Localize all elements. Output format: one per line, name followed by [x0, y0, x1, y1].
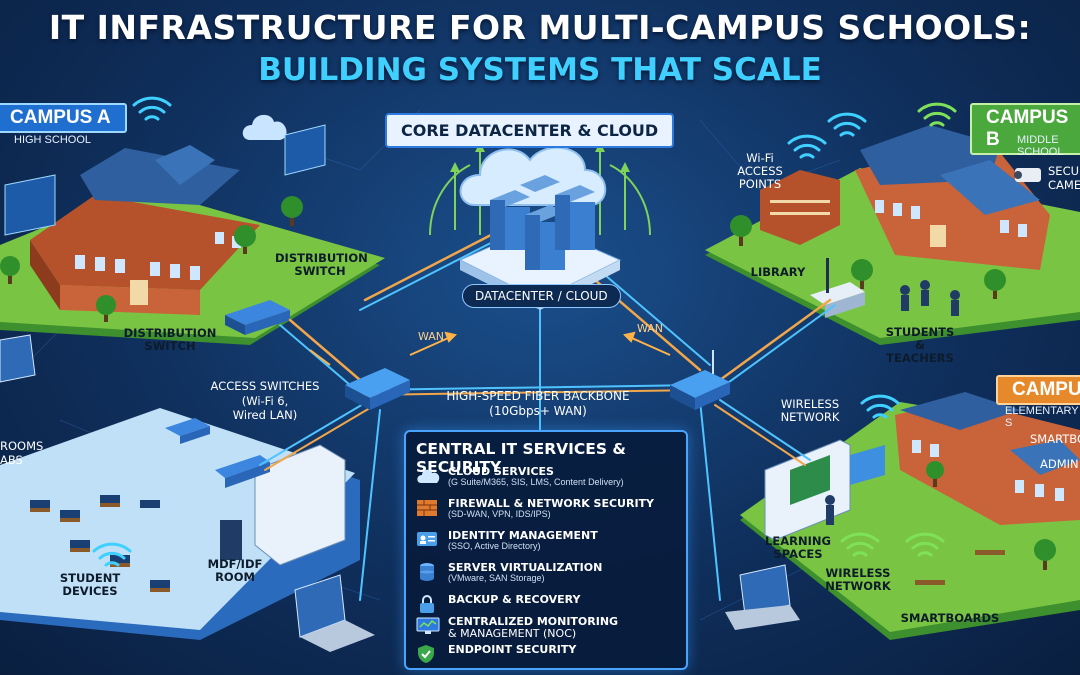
distribution-switch-a-icon — [225, 300, 290, 335]
wireless-network-label-1: WIRELESS NETWORK — [780, 397, 840, 425]
service-item: FIREWALL & NETWORK SECURITY(SD-WAN, VPN,… — [416, 497, 678, 520]
access-switch-icon — [215, 455, 270, 488]
service-item: CLOUD SERVICES(G Suite/M365, SIS, LMS, C… — [416, 465, 678, 488]
admin-label: ADMIN — [1040, 457, 1079, 471]
campus-c-subtitle: ELEMENTARY S — [1005, 405, 1079, 429]
id-card-icon — [416, 530, 442, 552]
laptop-left-icon — [0, 334, 36, 383]
laptop-right-icon — [725, 564, 800, 630]
smartboards-label-1: SMARTBO — [1030, 432, 1080, 446]
classrooms-label-2: ABS — [0, 453, 23, 467]
wireless-router-b-icon — [810, 258, 865, 318]
wan-right-label: WAN — [637, 322, 664, 335]
small-cloud-icon — [242, 114, 287, 140]
backbone-label-line2: (10Gbps+ WAN) — [489, 404, 587, 418]
mdf-idf-label: MDF/IDF ROOM — [207, 557, 263, 585]
campus-c-tag: CAMPUS — [996, 375, 1080, 405]
laptop-center-icon — [294, 574, 375, 652]
security-camera-icon — [1014, 168, 1041, 182]
wireless-network-label-2: WIRELESS NETWORK — [825, 566, 891, 594]
backbone-label-line1: HIGH-SPEED FIBER BACKBONE — [446, 389, 630, 403]
access-switches-label: ACCESS SWITCHES — [210, 379, 320, 393]
campus-c-platform — [740, 392, 1080, 640]
access-switches-label-2: (Wi-Fi 6, — [241, 394, 289, 408]
cloud-icon — [416, 466, 442, 488]
shield-check-icon — [416, 644, 442, 666]
access-switches-label-3: Wired LAN) — [232, 408, 298, 422]
campus-a-classroom-platform — [0, 408, 360, 640]
campus-b-tag: CAMPUS B — [970, 103, 1080, 155]
students-teachers-label: STUDENTS & TEACHERS — [885, 325, 955, 366]
datacenter-cloud-icon — [458, 146, 622, 310]
service-item: ENDPOINT SECURITY — [416, 643, 678, 666]
wan-left-label: WAN — [418, 330, 445, 343]
library-label: LIBRARY — [750, 265, 806, 279]
database-icon — [416, 562, 442, 584]
core-router-left-icon — [345, 368, 410, 410]
classrooms-label-1: ROOMS — [0, 439, 44, 453]
firewall-icon — [416, 498, 442, 520]
core-datacenter-heading: CORE DATACENTER & CLOUD — [385, 113, 675, 148]
service-item: CENTRALIZED MONITORING& MANAGEMENT (NOC) — [416, 615, 678, 640]
smartboards-label-2: SMARTBOARDS — [900, 611, 1000, 625]
campus-b-subtitle: MIDDLE SCHOOL — [1017, 134, 1064, 158]
wifi-access-points-label: Wi-Fi ACCESS POINTS — [737, 151, 783, 192]
page-title: IT INFRASTRUCTURE FOR MULTI-CAMPUS SCHOO… — [48, 8, 1032, 47]
datacenter-label: DATACENTER / CLOUD — [462, 284, 621, 308]
student-devices-label: STUDENT DEVICES — [59, 571, 121, 599]
distribution-switch-label-1: DISTRIBUTION SWITCH — [275, 251, 368, 279]
campus-b-platform — [705, 125, 1080, 345]
lock-icon — [416, 594, 442, 616]
screen-panel-icon — [284, 124, 326, 176]
service-item: BACKUP & RECOVERY — [416, 593, 678, 616]
service-item: SERVER VIRTUALIZATION(VMware, SAN Storag… — [416, 561, 678, 584]
campus-a-platform — [0, 145, 385, 345]
services-title: CENTRAL IT SERVICES & SECURITY — [416, 440, 626, 476]
central-it-services-panel: CENTRAL IT SERVICES & SECURITY CLOUD SER… — [404, 430, 688, 670]
learning-spaces-label: LEARNING SPACES — [765, 534, 831, 562]
security-label-2: CAME — [1048, 178, 1080, 192]
monitor-icon — [416, 616, 442, 638]
security-label-1: SECU — [1048, 164, 1080, 178]
core-router-right-icon — [670, 350, 730, 410]
campus-a-subtitle: HIGH SCHOOL — [14, 134, 92, 146]
distribution-switch-label-2: DISTRIBUTION SWITCH — [123, 326, 217, 354]
service-item: IDENTITY MANAGEMENT(SSO, Active Director… — [416, 529, 678, 552]
wifi-a-icon — [132, 96, 172, 121]
access-switch-small-icon — [165, 418, 210, 444]
page-subtitle: BUILDING SYSTEMS THAT SCALE — [258, 52, 822, 88]
campus-a-tag: CAMPUS A — [0, 103, 127, 133]
